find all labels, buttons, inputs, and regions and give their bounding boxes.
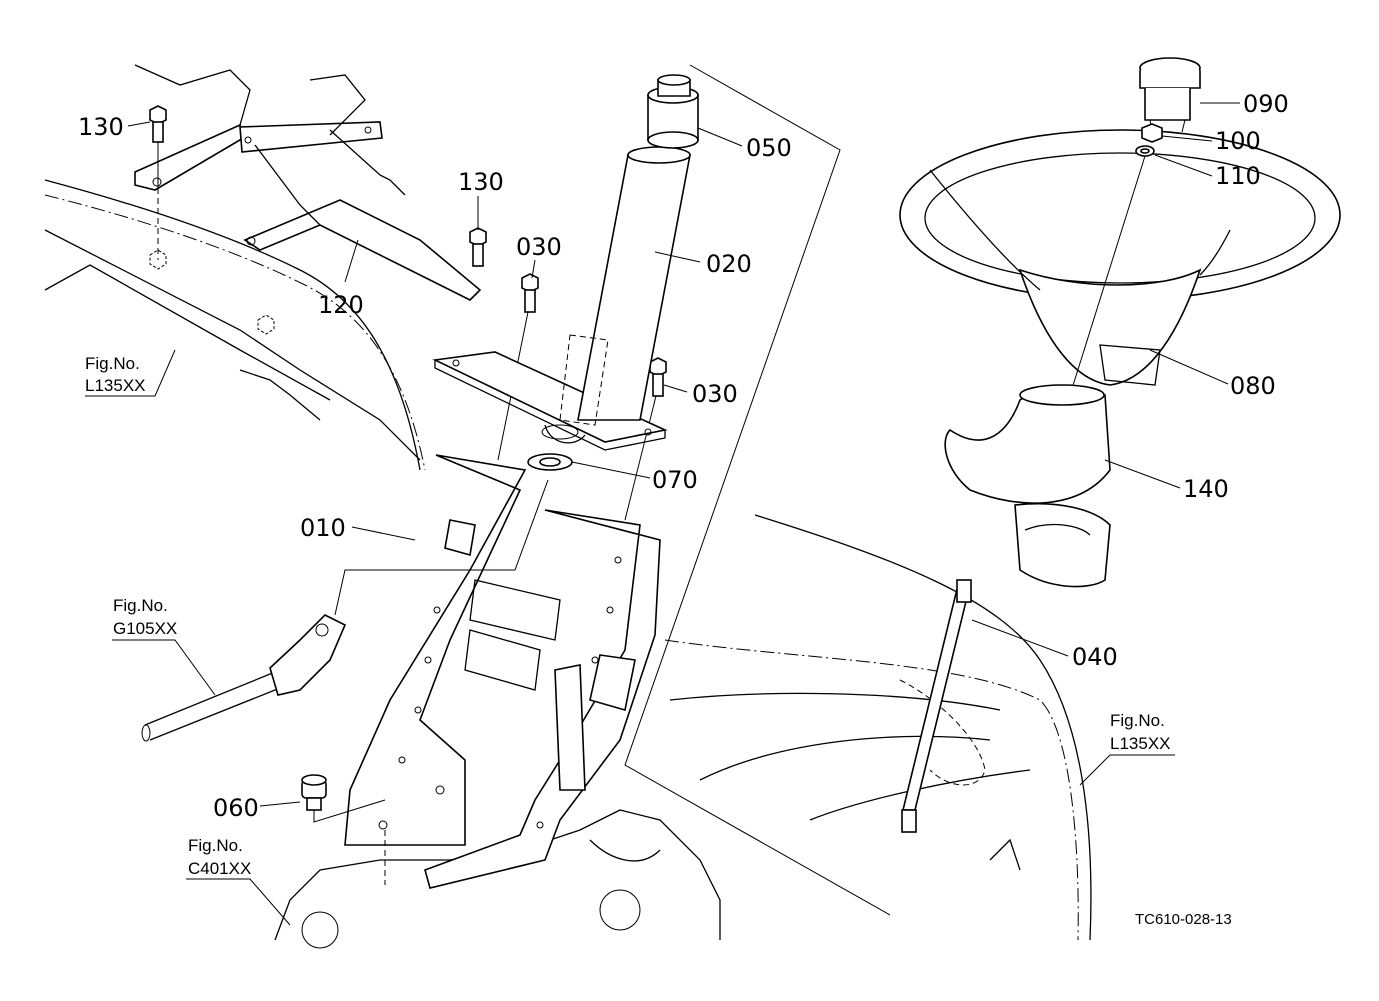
fig-ref-line2: C401XX (188, 859, 251, 878)
fig-ref-line1: Fig.No. (1110, 711, 1165, 730)
fig-ref-line1: Fig.No. (188, 836, 243, 855)
part-label-040: 040 (1072, 643, 1118, 671)
fig-ref-line2: G105XX (113, 619, 177, 638)
left-frame-outline (44, 179, 426, 471)
washer-070 (527, 453, 573, 471)
nut-100 (1141, 123, 1163, 143)
collar-050 (647, 74, 699, 149)
bolt-130-right (469, 227, 487, 267)
part-label-060: 060 (213, 794, 259, 822)
part-label-110: 110 (1215, 162, 1261, 190)
part-label-120: 120 (318, 291, 364, 319)
figure-ref-l135-right[interactable]: Fig.No. L135XX (1110, 711, 1171, 753)
part-label-140: 140 (1183, 475, 1229, 503)
figure-ref-c401[interactable]: Fig.No. C401XX (188, 836, 251, 878)
part-label-070: 070 (652, 466, 698, 494)
transmission-outline (274, 809, 721, 949)
cap-090 (1139, 57, 1201, 133)
part-label-030: 030 (516, 233, 562, 261)
fig-ref-line2: L135XX (85, 376, 146, 395)
part-label-030: 030 (692, 380, 738, 408)
hood-outline (664, 514, 1092, 941)
part-label-130: 130 (458, 168, 504, 196)
bolt-030-right (624, 357, 667, 521)
part-label-050: 050 (746, 134, 792, 162)
washer-110 (1069, 145, 1155, 396)
bracket-120 (134, 64, 482, 301)
universal-joint (141, 479, 549, 742)
part-label-130: 130 (78, 113, 124, 141)
part-label-100: 100 (1215, 127, 1261, 155)
leader-lines (85, 102, 1240, 926)
part-label-010: 010 (300, 514, 346, 542)
fig-ref-line1: Fig.No. (113, 596, 168, 615)
knob-060 (301, 774, 386, 885)
drawing-code: TC610-028-13 (1135, 911, 1232, 928)
main-bracket-010 (344, 454, 661, 889)
figure-ref-l135-left[interactable]: Fig.No. L135XX (85, 354, 146, 395)
part-label-090: 090 (1243, 90, 1289, 118)
steering-wheel-080 (899, 129, 1341, 386)
part-label-080: 080 (1230, 372, 1276, 400)
steering-shaft-040 (901, 579, 972, 833)
exploded-boundary (624, 64, 891, 916)
part-label-020: 020 (706, 250, 752, 278)
fig-ref-line1: Fig.No. (85, 354, 140, 373)
column-cover-140 (944, 384, 1111, 588)
figure-ref-g105[interactable]: Fig.No. G105XX (113, 596, 177, 638)
part-labels: 130 130 120 030 030 020 050 070 010 060 … (78, 90, 1289, 822)
column-tube-020 (541, 146, 691, 444)
bolt-130-left (149, 105, 167, 260)
fig-ref-line2: L135XX (1110, 734, 1171, 753)
